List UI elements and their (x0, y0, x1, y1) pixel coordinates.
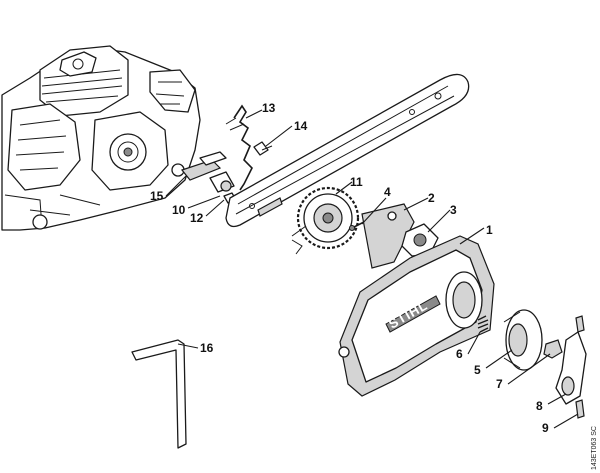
callout-6: 6 (456, 347, 463, 361)
tensioner-wheel (503, 309, 543, 371)
pins (575, 315, 585, 419)
lever (555, 331, 587, 405)
sprocket-cover: STIHL (338, 235, 495, 397)
callout-13: 13 (262, 101, 276, 115)
hex-key (131, 339, 187, 449)
document-code: 143ET063 SC (591, 426, 598, 470)
guide-bar (225, 73, 470, 228)
callout-12: 12 (190, 211, 204, 225)
callout-9: 9 (542, 421, 549, 435)
plate-and-nut (209, 171, 237, 204)
callout-14: 14 (294, 119, 308, 133)
callout-2: 2 (428, 191, 435, 205)
knob (543, 339, 563, 359)
callouts: 1 2 3 4 5 6 7 8 9 10 11 12 13 14 15 16 (150, 101, 549, 435)
callout-4: 4 (384, 185, 391, 199)
leader-lines (165, 109, 579, 429)
screw-14 (253, 141, 273, 156)
guide-plate (180, 151, 227, 181)
callout-15: 15 (150, 189, 164, 203)
engine-housing (1, 45, 201, 231)
callout-1: 1 (486, 223, 493, 237)
callout-16: 16 (200, 341, 214, 355)
callout-5: 5 (474, 363, 481, 377)
spring (477, 315, 489, 333)
callout-10: 10 (172, 203, 186, 217)
callout-7: 7 (496, 377, 503, 391)
chain-tensioner-gear (291, 186, 360, 255)
spring-clip (225, 104, 253, 191)
callout-11: 11 (350, 175, 363, 189)
callout-3: 3 (450, 203, 457, 217)
callout-8: 8 (536, 399, 543, 413)
